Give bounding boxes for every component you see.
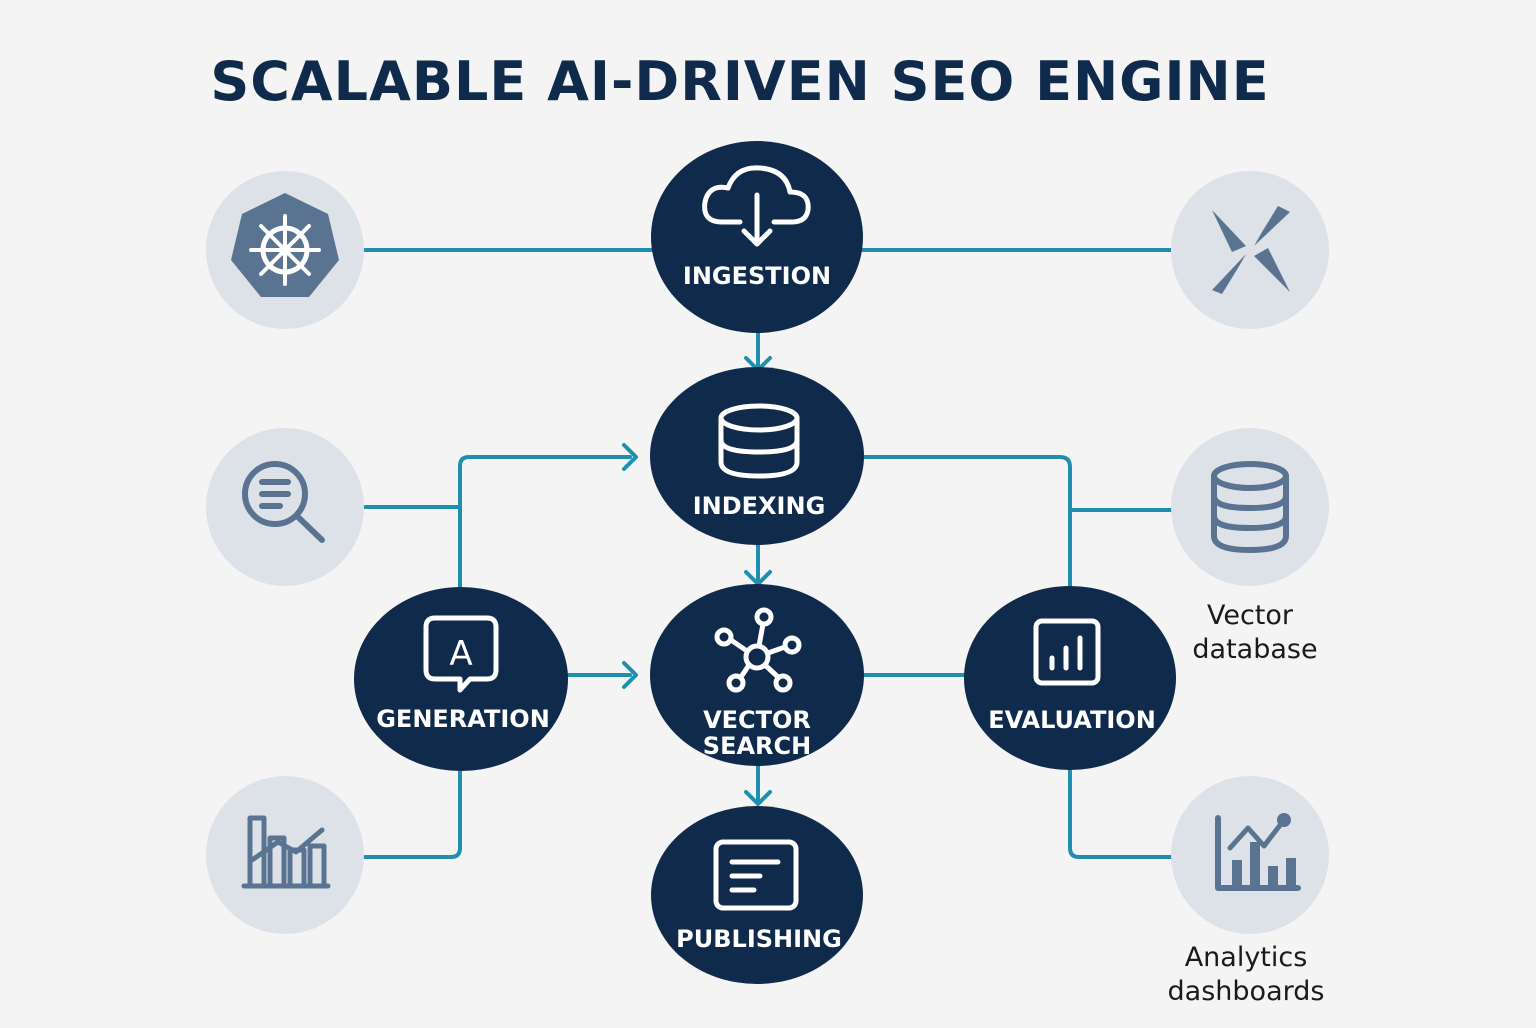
search-magnifier-icon [206,428,364,586]
node-vector-search-label-line2: SEARCH [703,732,811,760]
pinwheel-icon [1171,171,1329,329]
arrowhead-right-vector-search [622,661,638,689]
cloud-download-icon [702,165,811,247]
node-evaluation: EVALUATION [964,586,1176,770]
node-ingestion-label: INGESTION [683,262,831,290]
arrowhead-right-indexing [622,443,638,471]
vector-database-label-line2: database [1192,634,1317,665]
database-stack-icon [718,403,800,479]
diagram-title: SCALABLE AI-DRIVEN SEO ENGINE [210,50,1269,113]
network-nodes-icon [714,607,802,693]
vector-database-label-line1: Vector [1207,600,1294,631]
database-icon [1171,428,1329,586]
node-indexing: INDEXING [650,367,864,545]
connector-indexing-evaluation [862,455,1072,590]
node-generation-label: GENERATION [376,705,550,733]
node-ingestion: INGESTION [651,141,863,333]
svg-text:A: A [449,634,472,674]
connector-generation-indexing [458,455,632,592]
ai-chat-icon: A [423,615,499,693]
node-publishing-label: PUBLISHING [676,925,842,953]
node-publishing: PUBLISHING [651,806,863,984]
node-vector-search: VECTOR SEARCH [650,584,864,766]
kubernetes-helm-icon [206,171,364,329]
node-generation: A GENERATION [354,587,568,771]
analytics-dashboards-label-line1: Analytics [1185,942,1308,973]
node-indexing-label: INDEXING [693,492,826,520]
analytics-chart-icon [1171,776,1329,934]
arrowhead-down-publishing [744,790,772,806]
connectors [363,248,1174,859]
analytics-dashboards-label-line2: dashboards [1168,976,1325,1007]
arrowhead-down-vector-search [744,570,772,586]
bar-chart-box-icon [1033,618,1101,686]
connector-generation-left-bottom [363,770,462,859]
connector-evaluation-right-bottom [1068,768,1174,859]
node-evaluation-label: EVALUATION [988,706,1156,734]
document-window-icon [713,839,799,911]
node-vector-search-label-line1: VECTOR [703,706,811,734]
bar-chart-icon [206,776,364,934]
